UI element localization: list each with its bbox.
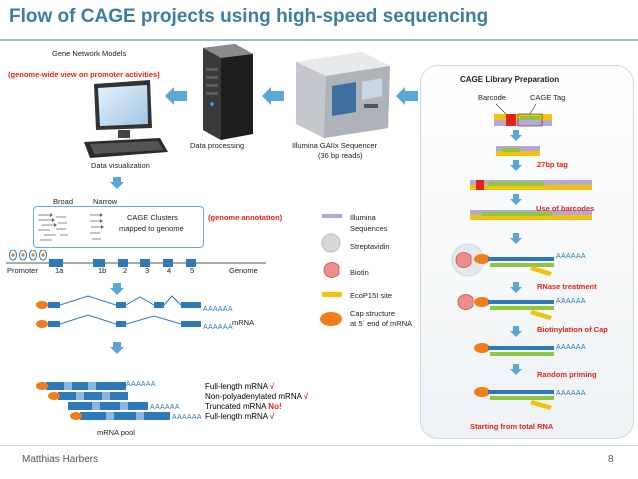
mrna-label: mRNA [232,318,255,327]
random-priming-label: Random priming [537,370,597,379]
arrow-down-icon [110,283,124,295]
legend-cap-1: Cap structure [350,309,396,318]
exon-1b-label: 1b [98,266,107,275]
cage-tag-label: CAGE Tag [530,93,566,102]
sequencer-icon [296,52,390,138]
legend-symbols [320,214,342,326]
arrow-left-icon [262,87,284,105]
gene-network-label: Gene Network Models [52,49,127,58]
arrow-down-icon [110,177,124,189]
pool-label-item: Full-length mRNA √ [205,382,275,391]
data-visualization-label: Data visualization [91,161,150,170]
library-polya-tail: AAAAAA [556,253,586,260]
footer-page-number: 8 [608,454,614,465]
cage-cluster-box [33,206,204,248]
tag-27bp-label: 27bp tag [537,160,568,169]
broad-label: Broad [51,197,76,206]
legend-illumina-1: Illumina [350,213,376,222]
exon-4-label: 4 [167,266,172,275]
legend-cap-2: at 5´ end of mRNA [350,319,413,328]
sequencer-label-2: (36 bp reads) [318,151,363,160]
polya-tail: AAAAAA [203,324,233,331]
cage-clusters-label-2: mapped to genome [119,224,184,233]
cage-clusters-label-1: CAGE Clusters [127,213,178,222]
cluster-reads-icon [38,213,104,241]
library-prep-steps [451,103,592,410]
genome-track [6,250,266,267]
exon-1a-label: 1a [55,266,64,275]
footer-author: Matthias Harbers [22,454,99,465]
starting-rna-label: Starting from total RNA [470,422,554,431]
polya-tail: AAAAAA [150,404,180,411]
biotinylation-label: Biotinylation of Cap [537,325,608,334]
legend-illumina-2: Sequences [350,224,388,233]
arrow-left-icon [165,87,187,105]
library-prep-title: CAGE Library Preparation [460,75,560,84]
exon-2-label: 2 [123,266,128,275]
legend-ecop15i: EcoP15I site [350,291,393,300]
arrow-down-icon [110,342,124,354]
legend-biotin: Biotin [350,268,369,277]
sequencer-label-1: Illumina GAIIx Sequencer [292,141,378,150]
arrow-left-icon [396,87,418,105]
polya-tail: AAAAAA [172,414,202,421]
transcript-splicing [36,295,201,328]
title-divider [0,39,638,41]
barcode-label: Barcode [478,93,506,102]
rnase-label: RNase treatment [537,282,597,291]
pool-label-list: Full-length mRNA √ Non-polyadenylated mR… [205,382,308,422]
genome-wide-label: (genome-wide view on promoter activities… [8,70,160,79]
narrow-label: Narrow [91,197,120,206]
mrna-pool-label: mRNA pool [97,428,135,437]
data-processing-label: Data processing [190,141,245,150]
library-polya-tail: AAAAAA [556,298,586,305]
polya-tail: AAAAAA [203,306,233,313]
genome-annotation-label: (genome annotation) [208,213,283,222]
genome-label: Genome [229,266,258,275]
footer-divider [0,445,638,446]
legend-streptavidin: Streptavidin [350,242,390,251]
pool-label-item: Non-polyadenylated mRNA √ [205,392,309,401]
exon-3-label: 3 [145,266,150,275]
exon-5-label: 5 [190,266,195,275]
promoter-label: Promoter [7,266,38,275]
use-of-barcodes-label: Use of barcodes [536,204,595,213]
pool-label-item: Truncated mRNA No! [205,402,282,411]
library-polya-tail: AAAAAA [556,344,586,351]
mrna-pool-graphic [36,382,170,420]
pool-label-item: Full-length mRNA √ [205,412,275,421]
server-icon [203,44,253,140]
computer-monitor-icon [84,80,168,158]
library-polya-tail: AAAAAA [556,390,586,397]
page-title: Flow of CAGE projects using high-speed s… [9,6,489,27]
polya-tail: AAAAAA [126,381,156,388]
